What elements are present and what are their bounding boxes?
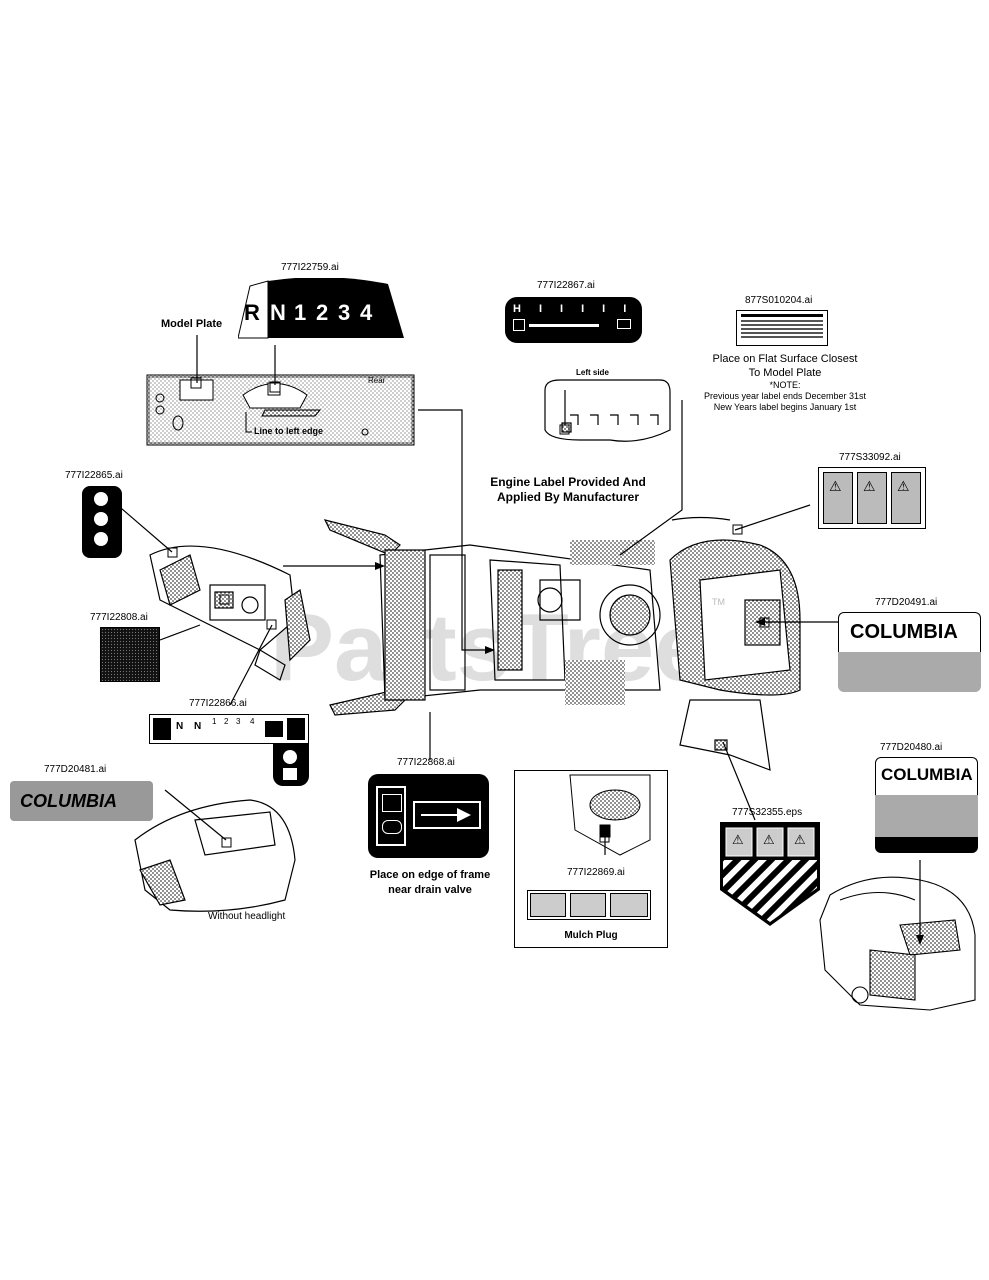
- label-777I22869: 777I22869.ai: [567, 867, 625, 878]
- gauge-mark: I: [581, 303, 585, 315]
- note-text: *NOTE:: [769, 380, 801, 390]
- shift-r: R: [244, 300, 260, 325]
- control-decal-22866: N N 1 2 3 4: [149, 714, 309, 744]
- mulch-plug-text: Mulch Plug: [564, 930, 618, 941]
- decal-22865: [82, 486, 122, 558]
- throttle-decal: H I I I I I: [505, 297, 642, 343]
- label-777D20491: 777D20491.ai: [875, 597, 938, 608]
- engine-drawing: [819, 876, 976, 1011]
- control-decal-22866-extension: [273, 744, 309, 786]
- model-plate-text: Model Plate: [161, 318, 223, 330]
- label-777S32355: 777S32355.eps: [732, 807, 803, 818]
- left-side-text: Left side: [576, 368, 609, 377]
- control-icon: [153, 718, 171, 740]
- warning-decal-33092: ⚠ ⚠ ⚠: [818, 467, 926, 529]
- columbia-decal-20480: COLUMBIA: [875, 757, 978, 853]
- mulch-step-icon: [610, 893, 648, 917]
- warning-triangle-icon: ⚠: [863, 478, 876, 494]
- mulch-step-icon: [530, 893, 566, 917]
- dial-icon: [94, 492, 108, 506]
- warning-triangle-icon: ⚠: [763, 832, 775, 847]
- notice-decal: [736, 310, 828, 346]
- target-markers: [167, 377, 770, 848]
- hood-without-headlight: [134, 799, 296, 912]
- control-n: N: [176, 721, 184, 732]
- warning-triangle-icon: ⚠: [897, 478, 910, 494]
- trademark-text: TM: [712, 597, 725, 607]
- label-777S33092: 777S33092.ai: [839, 452, 901, 463]
- rear-text: Rear: [368, 376, 386, 385]
- mulch-plug-box: [514, 770, 668, 948]
- label-777D20481-left: 777D20481.ai: [44, 764, 107, 775]
- shift-n: N: [270, 300, 286, 325]
- place-frame-text: Place on edge of frame near drain valve: [369, 869, 491, 896]
- arrow-right-icon: [413, 801, 481, 829]
- warning-tile: [891, 472, 921, 524]
- label-877S010204: 877S010204.ai: [745, 295, 813, 306]
- engine-label-text: Engine Label Provided And Applied By Man…: [490, 475, 646, 504]
- place-flat-text: Place on Flat Surface Closest To Model P…: [712, 353, 858, 379]
- label-777I22866: 777I22866.ai: [189, 698, 247, 709]
- warning-tile: [823, 472, 853, 524]
- control-3: 3: [236, 717, 241, 726]
- mulch-decal-22869: [527, 890, 651, 920]
- shift-4: 4: [360, 300, 373, 325]
- control-icon: [265, 721, 283, 737]
- left-side-panel: [544, 379, 671, 442]
- shift-1: 1: [294, 300, 307, 325]
- columbia-decal-20491: COLUMBIA: [838, 612, 981, 692]
- gauge-mark: I: [538, 303, 543, 315]
- columbia-text-left: COLUMBIA: [20, 791, 117, 811]
- oil-drain-decal: [368, 774, 489, 858]
- shift-3: 3: [338, 300, 351, 325]
- columbia-decal-left: COLUMBIA: [10, 781, 153, 821]
- control-1: 1: [212, 717, 217, 726]
- control-n2: N: [194, 721, 202, 732]
- label-777I22868: 777I22868.ai: [397, 757, 455, 768]
- gauge-mark: I: [623, 303, 627, 315]
- dial-icon: [283, 768, 297, 780]
- columbia-text-20491: COLUMBIA: [850, 621, 958, 643]
- fuel-icon: [617, 319, 631, 329]
- label-777I22808: 777I22808.ai: [90, 612, 148, 623]
- oil-can-icon: [376, 786, 406, 846]
- control-2: 2: [224, 717, 229, 726]
- label-777I22867: 777I22867.ai: [537, 280, 595, 291]
- columbia-text-20480: COLUMBIA: [881, 765, 973, 784]
- engine-icon: [513, 319, 525, 331]
- gauge-h: H: [513, 303, 521, 315]
- without-headlight-text: Without headlight: [208, 911, 286, 922]
- gauge-mark: I: [602, 303, 606, 315]
- warning-triangle-icon: ⚠: [732, 832, 744, 847]
- control-4: 4: [250, 717, 255, 726]
- gauge-bar: [529, 324, 599, 327]
- leader-arrowheads: [375, 562, 924, 945]
- prev-year-text: Previous year label ends December 31st: [703, 391, 867, 401]
- decal-22808: [100, 627, 160, 682]
- label-777D20480: 777D20480.ai: [880, 742, 943, 753]
- label-777I22865: 777I22865.ai: [65, 470, 123, 481]
- warning-tile: [857, 472, 887, 524]
- mulch-step-icon: [570, 893, 606, 917]
- dial-icon: [94, 532, 108, 546]
- warning-triangle-icon: ⚠: [794, 832, 806, 847]
- warning-triangle-icon: ⚠: [829, 478, 842, 494]
- shift-decal: R N 1 2 3 4: [238, 278, 404, 341]
- shift-2: 2: [316, 300, 329, 325]
- shield-decal-32355: ⚠ ⚠ ⚠: [720, 822, 820, 926]
- new-year-text: New Years label begins January 1st: [713, 402, 857, 412]
- mulch-inset-drawing: [569, 774, 651, 856]
- gauge-mark: I: [560, 303, 564, 315]
- line-to-left-edge-text: Line to left edge: [254, 426, 324, 436]
- label-777I22759: 777I22759.ai: [281, 262, 339, 273]
- dial-icon: [283, 750, 297, 764]
- control-icon: [287, 718, 305, 740]
- dial-icon: [94, 512, 108, 526]
